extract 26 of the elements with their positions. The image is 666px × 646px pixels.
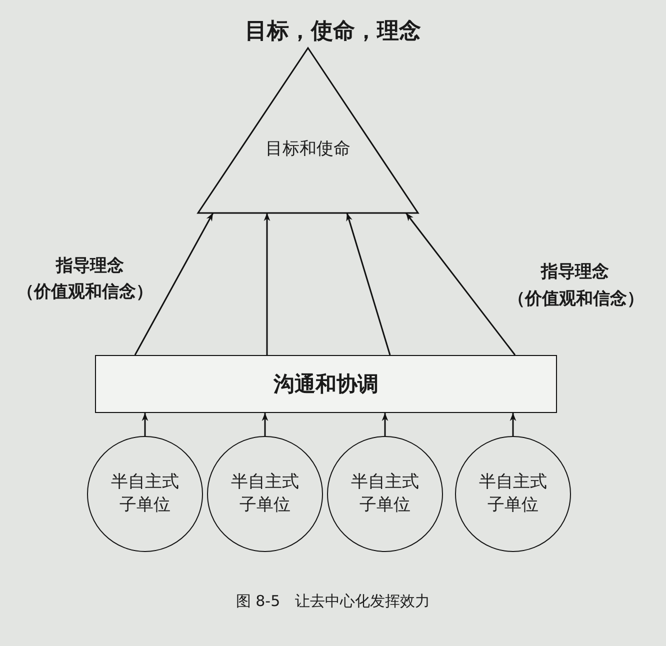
process-box	[95, 355, 557, 413]
diagram-title: 目标，使命，理念	[244, 17, 422, 46]
arrow	[510, 413, 516, 436]
unit-circle	[327, 436, 443, 552]
side-label: （价值观和信念）	[16, 281, 154, 303]
circle-text: 半自主式子单位	[350, 471, 420, 517]
side-label: 指导理念	[54, 255, 125, 277]
arrow	[264, 213, 270, 355]
triangle-text: 目标和使命	[266, 138, 350, 161]
side-label: 指导理念	[540, 261, 610, 283]
arrow	[262, 413, 268, 436]
goal-triangle	[198, 48, 418, 213]
side-label: （价值观和信念）	[507, 288, 645, 310]
box-text: 沟通和协调	[274, 370, 378, 398]
arrow	[382, 413, 388, 436]
arrow	[405, 212, 516, 356]
arrow	[346, 212, 391, 356]
unit-circle	[87, 436, 203, 552]
circle-text: 半自主式子单位	[110, 471, 180, 517]
arrow	[134, 212, 214, 356]
circle-text: 半自主式子单位	[230, 471, 300, 517]
figure-caption: 图 8-5 让去中心化发挥效力	[234, 592, 432, 611]
circle-text: 半自主式子单位	[478, 471, 548, 517]
unit-circle	[455, 436, 571, 552]
unit-circle	[207, 436, 323, 552]
arrow	[142, 413, 148, 436]
